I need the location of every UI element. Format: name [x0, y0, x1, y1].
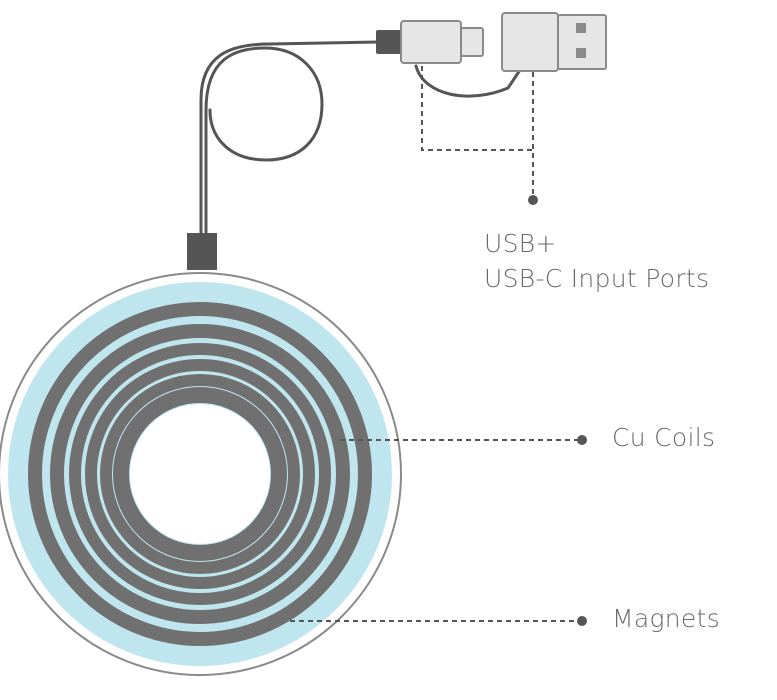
usb-c-strain-relief	[376, 30, 402, 54]
cu-coils-label: Cu Coils	[612, 423, 716, 452]
leader-coils-dot	[577, 435, 587, 445]
usb-c-connector	[376, 20, 484, 64]
leader-magnets-dot	[577, 616, 587, 626]
leader-usb-dashed	[421, 66, 534, 198]
charger-pad	[0, 272, 402, 676]
usb-c-body	[400, 20, 462, 64]
coil-ring-5	[100, 374, 300, 574]
usb-ports-label-line2: USB-C Input Ports	[484, 264, 710, 293]
usb-ports-label-line1: USB+	[484, 229, 557, 258]
coil-ring-1	[28, 302, 372, 646]
leader-usb-dot	[528, 195, 538, 205]
leader-usb	[421, 66, 534, 198]
coil-ring-4	[85, 359, 315, 589]
cable-branch-to-usb-a	[414, 64, 522, 98]
cable-loop	[204, 46, 324, 234]
coil-ring-3	[69, 343, 331, 605]
magnets-label: Magnets	[612, 604, 721, 633]
usb-a-slot-bottom	[576, 48, 586, 58]
coil-ring-2	[50, 324, 350, 624]
usb-a-connector	[501, 12, 607, 72]
cable-main-lead	[199, 40, 380, 236]
usb-a-plug	[557, 14, 607, 70]
usb-a-slot-top	[576, 23, 586, 33]
cable	[199, 40, 522, 236]
usb-a-body	[501, 12, 559, 72]
usb-c-plug	[460, 27, 484, 57]
coil-ring-inner	[113, 387, 287, 561]
cable-strain-relief	[187, 233, 217, 270]
pad-center	[130, 404, 270, 544]
